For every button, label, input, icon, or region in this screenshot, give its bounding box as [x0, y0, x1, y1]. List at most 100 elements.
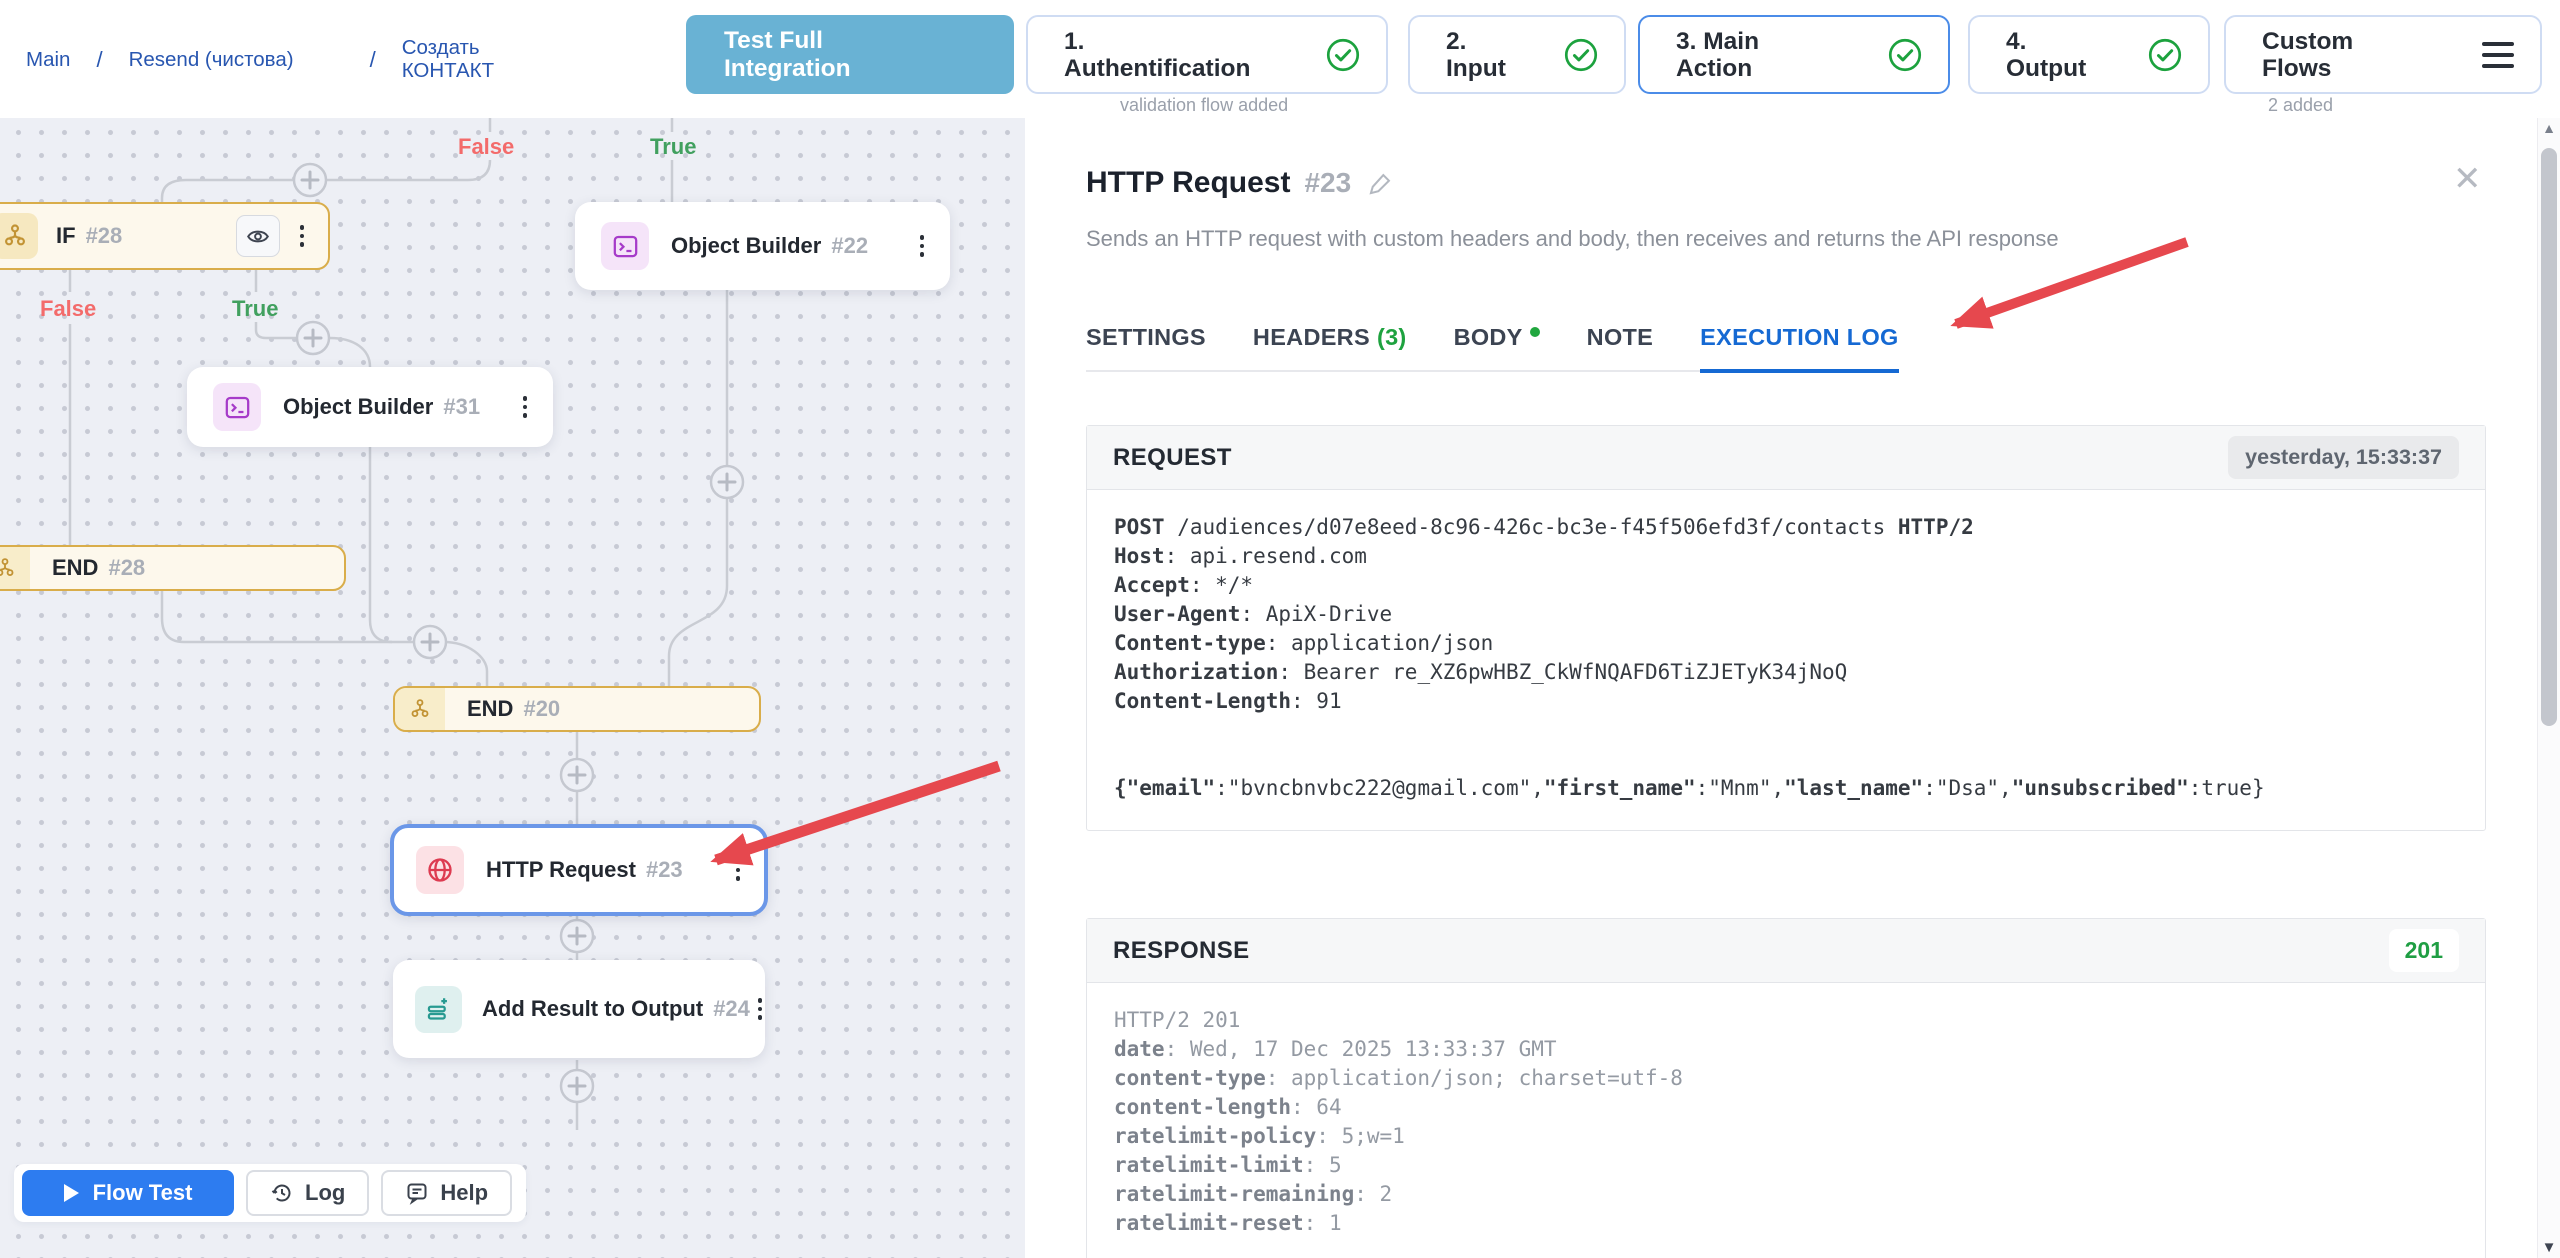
- help-button[interactable]: Help: [381, 1170, 513, 1216]
- step-custom-flows[interactable]: Custom Flows: [2224, 15, 2542, 94]
- response-line: content-length: 64: [1114, 1095, 1342, 1119]
- node-id: #28: [85, 223, 123, 248]
- add-output-icon: [415, 985, 462, 1033]
- node-menu-kebab[interactable]: [515, 388, 536, 426]
- breadcrumb-action[interactable]: Создать КОНТАКТ: [401, 36, 495, 82]
- tab-body[interactable]: BODY: [1454, 324, 1540, 370]
- node-menu-kebab[interactable]: [750, 990, 771, 1028]
- node-end-28[interactable]: END #28: [0, 545, 346, 591]
- node-object-builder-22[interactable]: Object Builder #22: [575, 202, 950, 290]
- request-timestamp-badge: yesterday, 15:33:37: [2228, 436, 2459, 479]
- node-add-result-24[interactable]: Add Result to Output #24: [393, 960, 765, 1058]
- request-line: Content-Length: 91: [1114, 689, 1342, 713]
- step-main-action[interactable]: 3. Main Action: [1638, 15, 1950, 94]
- panel-title: HTTP Request: [1086, 166, 1291, 199]
- panel-scrollbar[interactable]: ▲ ▼: [2537, 118, 2560, 1258]
- panel-tabs: SETTINGS HEADERS (3) BODY NOTE EXECUTION…: [1086, 324, 1899, 373]
- node-http-request-23[interactable]: HTTP Request #23: [390, 824, 768, 916]
- node-title: Object Builder: [283, 394, 434, 419]
- step-authentification[interactable]: 1. Authentification: [1026, 15, 1388, 94]
- branch-label-true: True: [232, 296, 279, 321]
- request-line: Authorization: Bearer re_XZ6pwHBZ_CkWfNQ…: [1114, 660, 1848, 684]
- panel-subtitle: Sends an HTTP request with custom header…: [1086, 226, 2059, 251]
- node-menu-kebab[interactable]: [292, 217, 313, 255]
- request-line: Accept: */*: [1114, 573, 1254, 597]
- add-node-plus: [412, 624, 448, 660]
- check-circle-icon: [2148, 38, 2182, 71]
- node-end-20[interactable]: END #20: [393, 686, 761, 732]
- node-menu-kebab[interactable]: [728, 851, 749, 889]
- test-full-integration-button[interactable]: Test Full Integration: [686, 15, 1014, 94]
- step-input[interactable]: 2. Input: [1408, 15, 1626, 94]
- step-output[interactable]: 4. Output: [1968, 15, 2210, 94]
- check-circle-icon: [1564, 38, 1598, 71]
- breadcrumb-separator: /: [96, 46, 103, 72]
- request-line: Content-type: application/json: [1114, 631, 1494, 655]
- breadcrumb-connection[interactable]: Resend (чистова): [128, 47, 294, 71]
- play-icon: [63, 1184, 79, 1202]
- tab-headers[interactable]: HEADERS (3): [1252, 324, 1407, 350]
- step-authentification-subtext: validation flow added: [1120, 95, 1289, 115]
- response-title: RESPONSE: [1113, 936, 1250, 964]
- node-title: IF: [56, 223, 76, 248]
- log-button[interactable]: Log: [246, 1170, 370, 1216]
- panel-title-id: #23: [1304, 167, 1352, 198]
- request-body-json: {"email":"bvncbnvbc222@gmail.com","first…: [1114, 776, 2265, 800]
- check-circle-icon: [1326, 38, 1360, 71]
- preview-eye-button[interactable]: [235, 215, 280, 257]
- add-node-plus: [559, 1068, 595, 1104]
- scrollbar-thumb[interactable]: [2541, 148, 2557, 726]
- scrollbar-up-arrow[interactable]: ▲: [2542, 120, 2556, 136]
- custom-flows-menu-icon[interactable]: [2482, 41, 2514, 68]
- node-object-builder-31[interactable]: Object Builder #31: [187, 367, 553, 447]
- step-label: 2. Input: [1446, 27, 1506, 82]
- step-label: 1. Authentification: [1064, 27, 1251, 82]
- node-id: #23: [645, 857, 683, 882]
- response-log: HTTP/2 201 date: Wed, 17 Dec 2025 13:33:…: [1087, 983, 2485, 1258]
- node-title: HTTP Request: [486, 857, 636, 882]
- check-circle-icon: [1888, 38, 1922, 71]
- response-line: ratelimit-reset: 1: [1114, 1211, 1342, 1235]
- request-line: Host: api.resend.com: [1114, 544, 1367, 568]
- response-line: ratelimit-policy: 5;w=1: [1114, 1124, 1405, 1148]
- step-label: Custom Flows: [2262, 27, 2354, 82]
- flow-test-button[interactable]: Flow Test: [22, 1170, 234, 1216]
- step-custom-flows-subtext: 2 added: [2268, 95, 2334, 115]
- close-panel-icon[interactable]: ✕: [2453, 160, 2482, 198]
- response-card: RESPONSE 201 HTTP/2 201 date: Wed, 17 De…: [1086, 918, 2486, 1258]
- canvas-footer-toolbar: Flow Test Log Help: [14, 1164, 526, 1222]
- response-line: date: Wed, 17 Dec 2025 13:33:37 GMT: [1114, 1037, 1557, 1061]
- node-id: #20: [523, 696, 561, 721]
- request-line: User-Agent: ApiX-Drive: [1114, 602, 1393, 626]
- top-bar: Main / Resend (чистова) / Создать КОНТАК…: [0, 0, 2560, 118]
- branch-label-false: False: [40, 296, 97, 321]
- node-menu-kebab[interactable]: [912, 227, 933, 265]
- add-node-plus: [295, 320, 331, 356]
- node-title: Add Result to Output: [482, 996, 704, 1021]
- response-card-header: RESPONSE 201: [1087, 919, 2485, 983]
- node-id: #31: [443, 394, 481, 419]
- help-label: Help: [440, 1180, 489, 1205]
- tab-note[interactable]: NOTE: [1586, 324, 1654, 350]
- breadcrumb: Main / Resend (чистова) / Создать КОНТАК…: [26, 22, 552, 96]
- flow-test-label: Flow Test: [92, 1180, 193, 1205]
- scrollbar-down-arrow[interactable]: ▼: [2541, 1239, 2557, 1256]
- tab-settings[interactable]: SETTINGS: [1086, 324, 1206, 350]
- edit-pencil-icon[interactable]: [1367, 170, 1394, 197]
- add-node-plus: [709, 464, 745, 500]
- terminal-icon: [601, 222, 649, 270]
- breadcrumb-main[interactable]: Main: [26, 47, 71, 71]
- tab-execution-log[interactable]: EXECUTION LOG: [1700, 324, 1899, 373]
- step-label: 4. Output: [2006, 27, 2087, 82]
- globe-icon: [416, 846, 464, 894]
- request-card-header: REQUEST yesterday, 15:33:37: [1087, 426, 2485, 490]
- step-label: 3. Main Action: [1676, 27, 1760, 82]
- help-doc-icon: [407, 1183, 427, 1205]
- response-line: HTTP/2 201: [1114, 1008, 1241, 1032]
- flow-canvas[interactable]: False True False True IF #28 Object Buil…: [0, 118, 1025, 1258]
- node-title: END: [52, 555, 99, 580]
- headers-count: (3): [1376, 324, 1407, 350]
- detail-panel: HTTP Request #23 ✕ Sends an HTTP request…: [1025, 118, 2536, 1258]
- node-if-28[interactable]: IF #28: [0, 202, 330, 270]
- sitemap-icon: [0, 547, 30, 589]
